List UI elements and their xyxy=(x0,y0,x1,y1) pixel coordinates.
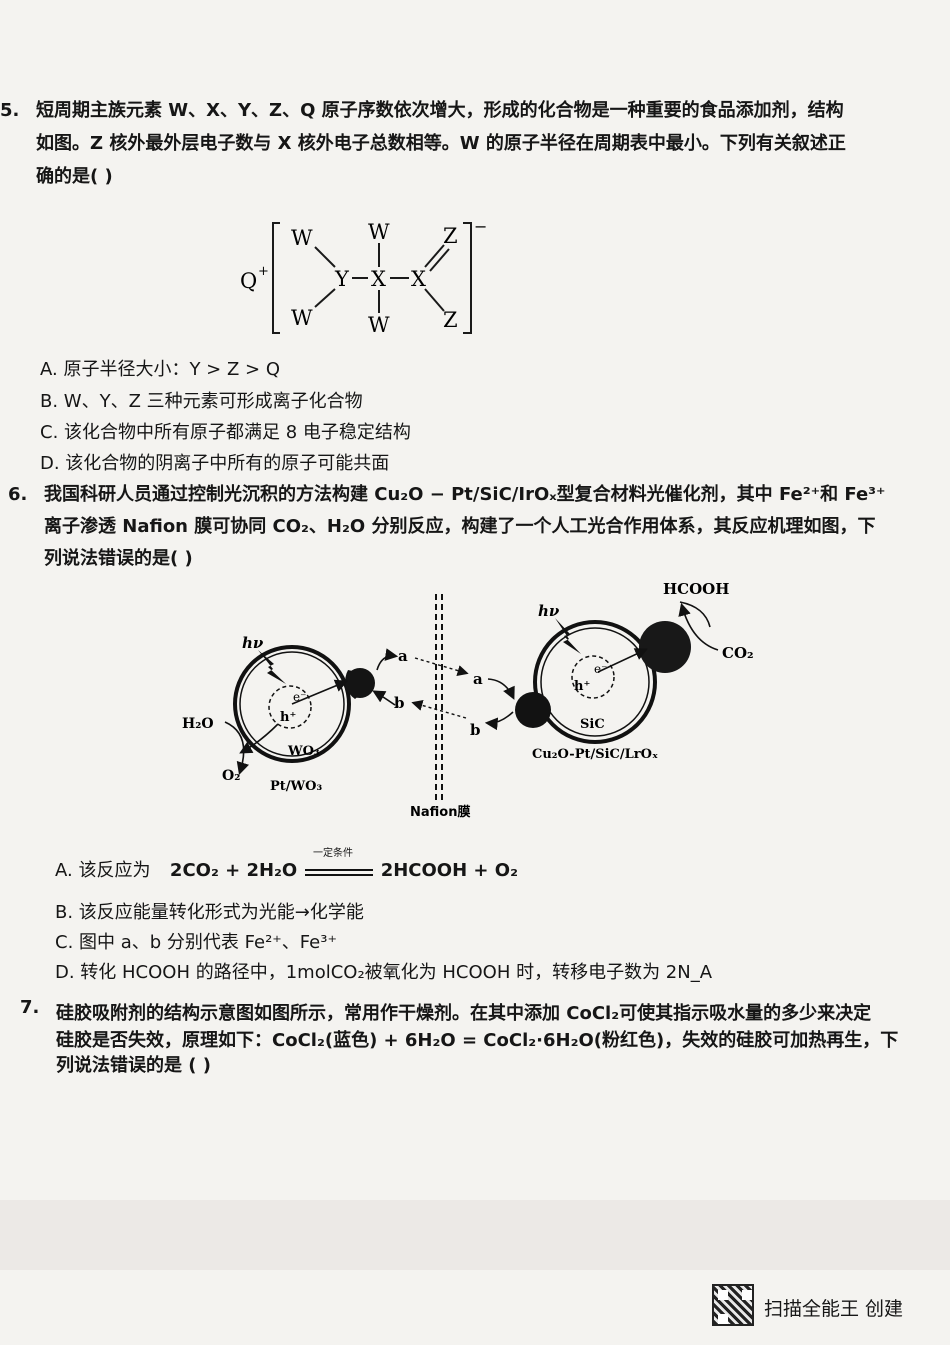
equation-condition: 一定条件 xyxy=(303,848,375,882)
scan-shadow xyxy=(0,1200,950,1270)
atom-label: Z xyxy=(443,308,458,332)
catalyst-label: Cu₂O-Pt/SiC/LrOₓ xyxy=(532,747,658,762)
option-b: B. W、Y、Z 三种元素可形成离子化合物 xyxy=(40,391,363,412)
nafion-membrane: Nafion膜 xyxy=(410,594,470,820)
atom-label: Q xyxy=(240,269,257,293)
question-number: 5. xyxy=(0,100,20,121)
electron-mediator-cycle: a b a b xyxy=(372,647,515,739)
option-c: C. 该化合物中所有原子都满足 8 电子稳定结构 xyxy=(40,422,411,443)
hv-label: hν xyxy=(242,634,264,652)
atom-label: W xyxy=(368,313,390,337)
left-catalyst-particle: hν e⁻ h⁺ H₂O O₂ WO₃ Pt/WO₃ xyxy=(182,634,375,794)
structure-diagram: Q + − W W W W Y X X Z Z xyxy=(240,217,487,337)
equation-right: 2HCOOH + O₂ xyxy=(380,860,518,881)
equation-left: 2CO₂ + 2H₂O xyxy=(169,860,298,881)
question-stem-line: 短周期主族元素 W、X、Y、Z、Q 原子序数依次增大，形成的化合物是一种重要的食… xyxy=(36,100,844,121)
cocatalyst-dot xyxy=(639,621,691,673)
atom-label: X xyxy=(371,267,386,291)
lightning-icon xyxy=(258,650,286,684)
lightning-icon xyxy=(555,618,581,654)
question-stem-line: 硅胶吸附剂的结构示意图如图所示，常用作干燥剂。在其中添加 CoCl₂可使其指示吸… xyxy=(56,1003,872,1024)
electron-label: e⁻ xyxy=(594,662,607,676)
charge-label: − xyxy=(474,217,487,236)
atom-label: Z xyxy=(443,224,458,248)
reactant-label: CO₂ xyxy=(722,644,754,662)
option-label: A. 该反应为 xyxy=(55,860,151,881)
atom-label: X xyxy=(411,267,426,291)
charge-label: + xyxy=(258,264,269,279)
species-a-label: a xyxy=(398,647,408,665)
option-c: C. 图中 a、b 分别代表 Fe²⁺、Fe³⁺ xyxy=(55,932,337,953)
atom-label: W xyxy=(368,220,390,244)
product-label: HCOOH xyxy=(663,580,729,598)
question-stem-line: 列说法错误的是 ( ) xyxy=(56,1055,211,1076)
question-stem-line: 列说法错误的是( ) xyxy=(44,548,193,569)
qr-code-icon xyxy=(712,1284,754,1326)
watermark-text: 扫描全能王 创建 xyxy=(764,1298,904,1320)
atom-label: W xyxy=(291,226,313,250)
particle-label: SiC xyxy=(580,717,605,732)
catalyst-label: Pt/WO₃ xyxy=(270,779,322,794)
option-d: D. 转化 HCOOH 的路径中，1molCO₂被氧化为 HCOOH 时，转移电… xyxy=(55,962,713,983)
atom-label: W xyxy=(291,306,313,330)
species-b-label: b xyxy=(394,694,405,712)
question-stem-line: 我国科研人员通过控制光沉积的方法构建 Cu₂O − Pt/SiC/IrOₓ型复合… xyxy=(44,484,886,505)
question-stem-line: 硅胶是否失效，原理如下：CoCl₂(蓝色) + 6H₂O = CoCl₂·6H₂… xyxy=(56,1030,899,1051)
option-b: B. 该反应能量转化形式为光能→化学能 xyxy=(55,902,364,923)
option-a: A. 该反应为 2CO₂ + 2H₂O 一定条件 2HCOOH + O₂ xyxy=(55,848,518,882)
species-a-label: a xyxy=(473,670,483,688)
hv-label: hν xyxy=(538,602,560,620)
hole-label: h⁺ xyxy=(280,710,296,725)
photocatalysis-mechanism-diagram: hν e⁻ h⁺ H₂O O₂ WO₃ Pt/WO₃ a b a b Nafio… xyxy=(182,580,754,820)
cocatalyst-dot xyxy=(515,692,551,728)
atom-label: Y xyxy=(334,267,350,291)
electron-label: e⁻ xyxy=(293,690,306,704)
cocatalyst-dot xyxy=(345,668,375,698)
question-stem-line: 确的是( ) xyxy=(36,166,113,187)
water-label: H₂O xyxy=(182,716,214,732)
oxygen-label: O₂ xyxy=(222,768,240,784)
species-b-label: b xyxy=(470,721,481,739)
particle-label: WO₃ xyxy=(287,744,320,759)
option-a: A. 原子半径大小：Y > Z > Q xyxy=(40,359,280,380)
question-stem-line: 如图。Z 核外最外层电子数与 X 核外电子总数相等。W 的原子半径在周期表中最小… xyxy=(36,133,846,154)
membrane-label: Nafion膜 xyxy=(410,804,470,820)
option-d: D. 该化合物的阴离子中所有的原子可能共面 xyxy=(40,453,390,474)
right-catalyst-particle: hν e⁻ h⁺ SiC Cu₂O-Pt/SiC/LrOₓ HCOOH CO₂ xyxy=(515,580,754,762)
hole-label: h⁺ xyxy=(574,679,590,694)
question-stem-line: 离子渗透 Nafion 膜可协同 CO₂、H₂O 分别反应，构建了一个人工光合作… xyxy=(44,516,876,537)
question-number: 6. xyxy=(8,484,28,505)
question-number: 7. xyxy=(20,997,40,1018)
